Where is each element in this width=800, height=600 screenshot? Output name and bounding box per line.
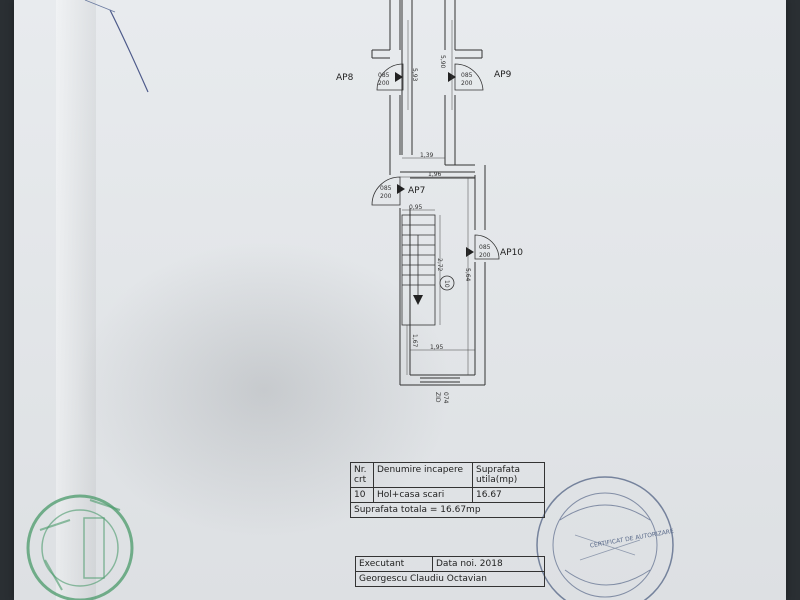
door-ap8: [376, 63, 404, 91]
door-dim-ap7-top: 085: [380, 185, 392, 192]
arrow-ap10: [466, 247, 474, 257]
door-dim-ap10-bottom: 200: [479, 252, 491, 259]
executant-name-row: Georgescu Claudiu Octavian: [355, 572, 545, 587]
stair-room: [389, 165, 486, 386]
dim-d5: 0,95: [409, 204, 423, 211]
area-table: Nr. crt Denumire incapere Suprafata util…: [350, 462, 545, 518]
dim-d1: 5,93: [411, 68, 418, 82]
table-total-row: Suprafata totala = 16.67mp: [350, 503, 545, 518]
header-denumire: Denumire incapere: [374, 463, 473, 487]
label-ap7: AP7: [408, 186, 425, 196]
dim-d11: 074: [442, 392, 449, 404]
pen-mark-2: [84, 0, 116, 13]
executant-row: Executant Data noi. 2018: [355, 556, 545, 572]
dim-d6: 2,72: [436, 258, 443, 272]
room-number: 10: [443, 280, 450, 288]
certificate-stamp: [536, 476, 674, 600]
label-ap9: AP9: [494, 70, 512, 80]
label-ap10: AP10: [500, 248, 523, 258]
arrow-ap8: [395, 72, 403, 82]
label-ap8: AP8: [336, 73, 354, 83]
dim-d4: 1,96: [428, 171, 442, 178]
executant-label: Executant: [356, 557, 433, 571]
door-dim-ap7-bottom: 200: [380, 193, 392, 200]
door-dim-ap8-top: 085: [378, 72, 390, 79]
executant-block: Executant Data noi. 2018 Georgescu Claud…: [355, 556, 545, 587]
row-suprafata: 16.67: [476, 490, 502, 500]
green-stamp: [26, 494, 134, 600]
executant-date: Data noi. 2018: [436, 559, 503, 569]
header-suprafata: Suprafata utila(mp): [476, 465, 521, 485]
stamp-text: CERTIFICAT DE AUTORIZARE: [589, 528, 674, 550]
dim-d10: ZID: [434, 392, 441, 403]
door-ap9: [454, 63, 484, 91]
table-total: Suprafata totala = 16.67mp: [354, 505, 481, 515]
row-denumire: Hol+casa scari: [374, 488, 473, 502]
corridor-left: [371, 0, 413, 170]
stair-arrow: [413, 295, 423, 305]
corridor-right: [444, 0, 483, 166]
shadow: [74, 240, 454, 540]
door-ap10: [474, 234, 500, 260]
row-nr: 10: [351, 488, 374, 502]
dim-d3: 1,39: [420, 152, 434, 159]
dim-d8: 1,67: [411, 334, 418, 348]
executant-name: Georgescu Claudiu Octavian: [359, 574, 487, 584]
dim-d7: 5,64: [464, 268, 471, 282]
door-ap7: [371, 176, 401, 206]
dim-d2: 5,90: [439, 55, 446, 69]
arrow-ap7: [397, 184, 405, 194]
table-row: 10 Hol+casa scari 16.67: [350, 488, 545, 503]
door-dim-ap8-bottom: 200: [378, 80, 390, 87]
door-dim-ap9-top: 085: [461, 72, 473, 79]
door-dim-ap10-top: 085: [479, 244, 491, 251]
stairs: [401, 214, 436, 326]
dim-d9: 1,95: [430, 344, 444, 351]
dimension-lines: [400, 20, 475, 375]
table-header-row: Nr. crt Denumire incapere Suprafata util…: [350, 462, 545, 488]
header-nr: Nr. crt: [351, 463, 374, 487]
pen-mark: [109, 9, 149, 93]
door-dim-ap9-bottom: 200: [461, 80, 473, 87]
